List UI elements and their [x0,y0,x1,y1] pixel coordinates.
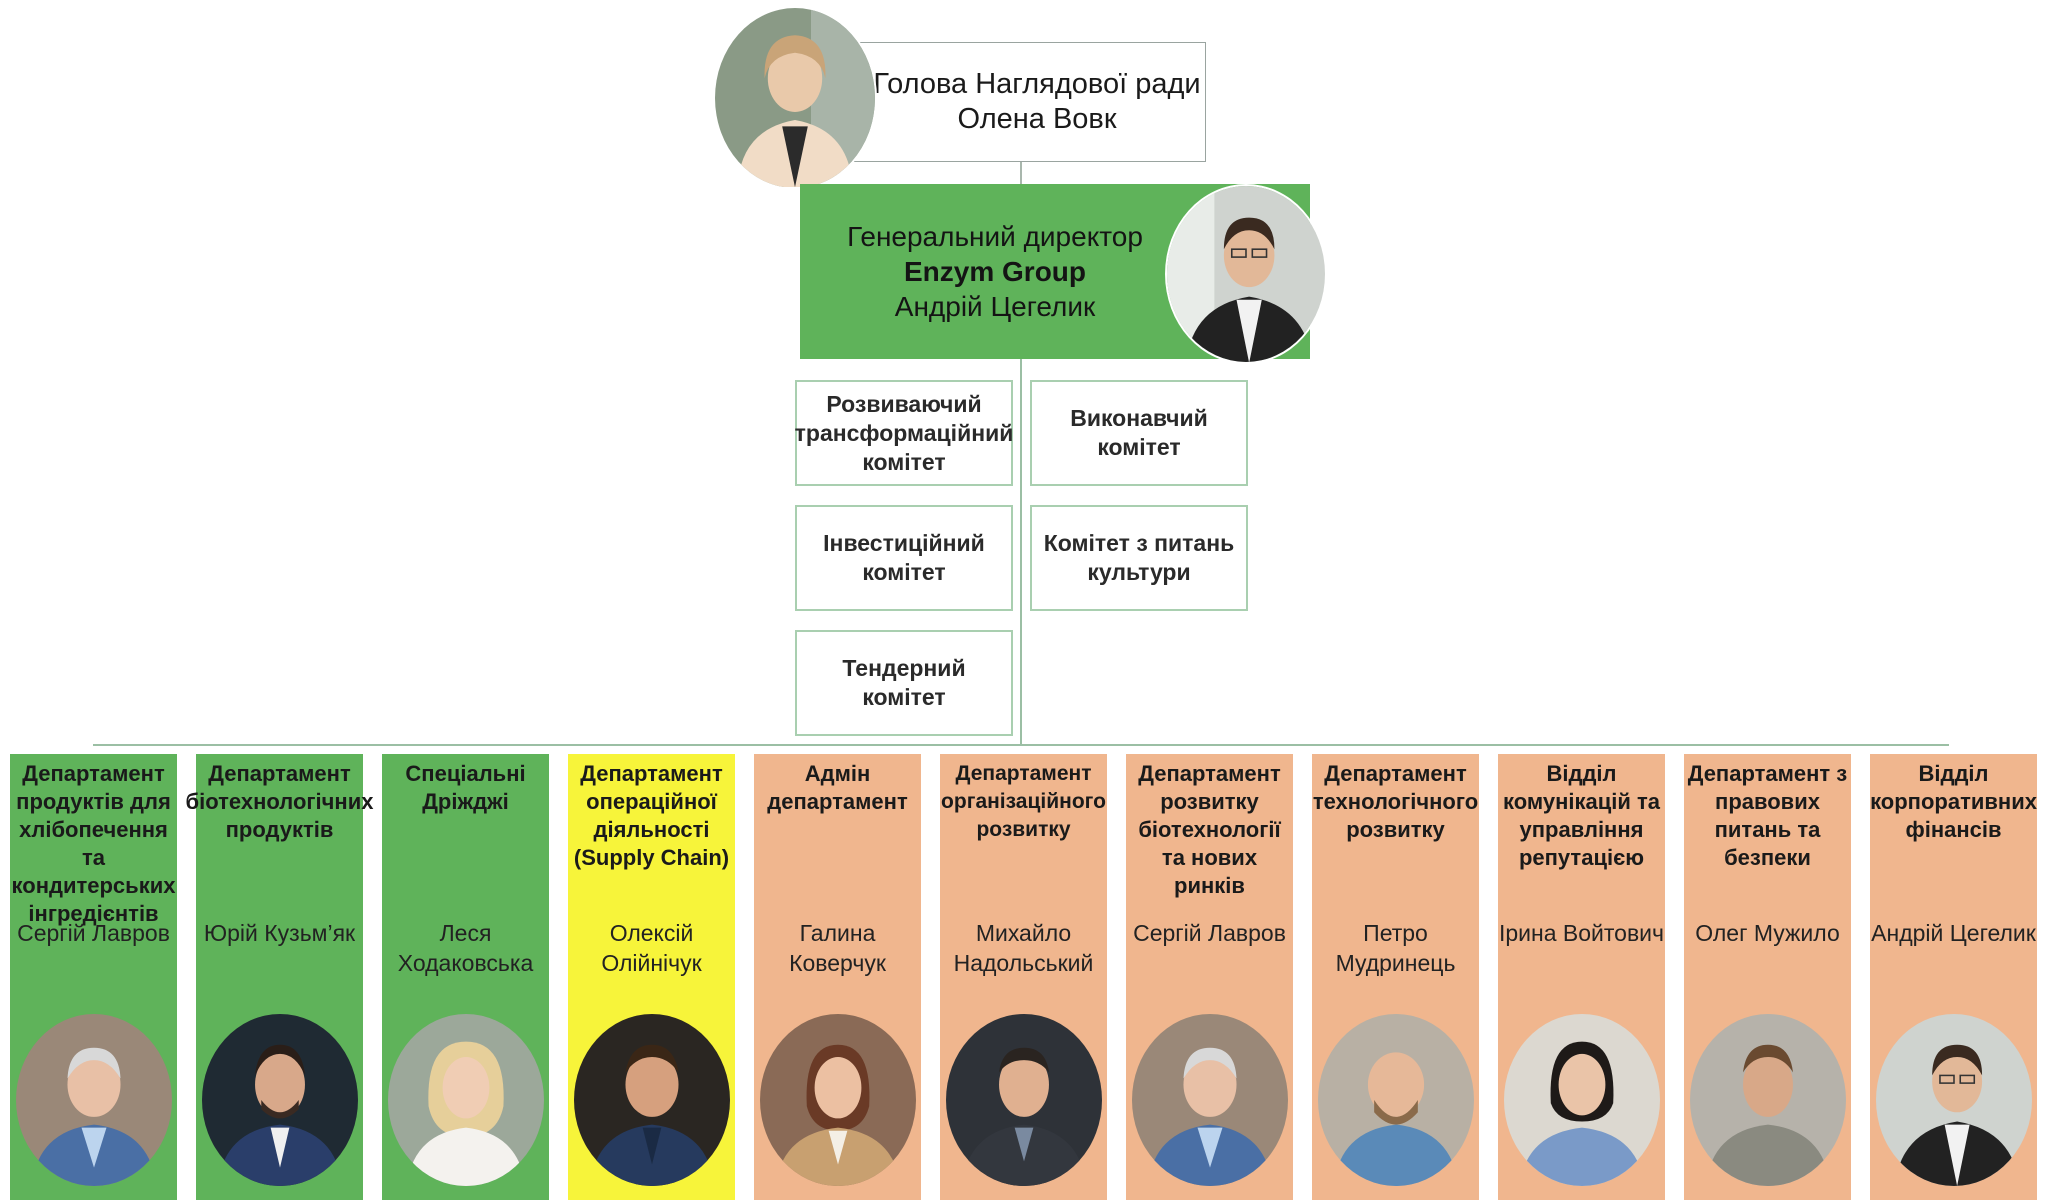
dept-head: Юрій Кузьм’як [203,920,356,946]
dept-bakery: Департамент продуктів для хлібопечення т… [10,754,177,1200]
dept-special-yeast: Спеціальні Дріжджі Леся Ходаковська [382,754,549,1200]
dept-head-photo [387,1014,544,1186]
connector-branch [93,744,1949,746]
dept-title: Департамент операційної діяльності (Supp… [573,761,730,870]
ceo-name: Андрій Цегелик [894,291,1096,322]
connector-chair-ceo [1020,162,1022,184]
dept-head: Сергій Лавров [1133,920,1286,946]
committee-executive: Виконавчий комітет [1030,380,1248,486]
committee-transformation: Розвиваючий трансформаційний комітет [795,380,1013,486]
dept-title: Департамент продуктів для хлібопечення т… [11,761,176,926]
dept-head: Сергій Лавров [17,920,170,946]
dept-head-photo [1131,1014,1288,1186]
dept-head-photo [945,1014,1102,1186]
dept-title: Департамент технологічного розвитку [1312,761,1479,842]
chairman-photo [713,6,877,190]
dept-head-photo [1875,1014,2032,1186]
dept-head-photo [1689,1014,1846,1186]
dept-title: Відділ комунікацій та управління репутац… [1502,761,1661,870]
dept-head: Ірина Войтович [1498,920,1664,946]
dept-title: Адмін департамент [767,761,908,814]
dept-title: Департамент розвитку біотехнології та но… [1138,761,1281,898]
dept-head: Галина Коверчук [789,920,886,976]
dept-title: Відділ корпоративних фінансів [1870,761,2037,842]
dept-title: Департамент організаційного розвитку [941,762,1106,841]
dept-biotech-products: Департамент біотехнологічних продуктів Ю… [186,754,373,1200]
ceo-company: Enzym Group [903,256,1086,287]
dept-head-photo [1317,1014,1474,1186]
ceo-photo [1165,184,1327,364]
chairman-box: Голова Наглядової ради Олена Вовк [838,42,1206,162]
chairman-title: Голова Наглядової ради [873,68,1201,100]
dept-head-photo [573,1014,730,1186]
dept-head-photo [1503,1014,1660,1186]
dept-head: Петро Мудринець [1335,920,1456,976]
ceo-title: Генеральний директор [847,221,1143,252]
committee-culture: Комітет з питань культури [1030,505,1248,611]
dept-corporate-finance: Відділ корпоративних фінансів Андрій Цег… [1870,754,2037,1200]
dept-admin: Адмін департамент Галина Коверчук [754,754,921,1200]
dept-head-photo [201,1014,358,1186]
dept-head: Андрій Цегелик [1871,920,2036,946]
dept-head: Олексій Олійнічук [601,920,702,976]
dept-operations: Департамент операційної діяльності (Supp… [568,754,735,1200]
committee-investment: Інвестиційний комітет [795,505,1013,611]
dept-communications: Відділ комунікацій та управління репутац… [1498,754,1665,1200]
connector-trunk [1020,359,1022,745]
committee-tender: Тендерний комітет [795,630,1013,736]
dept-head-photo [759,1014,916,1186]
dept-title: Спеціальні Дріжджі [405,761,526,814]
dept-head: Михайло Надольський [953,920,1094,976]
dept-title: Департамент з правових питань та безпеки [1687,761,1848,870]
dept-legal-security: Департамент з правових питань та безпеки… [1684,754,1851,1200]
dept-head-photo [15,1014,172,1186]
dept-org-development: Департамент організаційного розвитку Мих… [940,754,1107,1200]
dept-head: Олег Мужило [1695,920,1840,946]
chairman-name: Олена Вовк [957,103,1117,135]
dept-biotech-markets: Департамент розвитку біотехнології та но… [1126,754,1293,1200]
dept-tech-development: Департамент технологічного розвитку Петр… [1312,754,1479,1200]
dept-title: Департамент біотехнологічних продуктів [185,761,374,842]
dept-head: Леся Ходаковська [397,920,534,976]
